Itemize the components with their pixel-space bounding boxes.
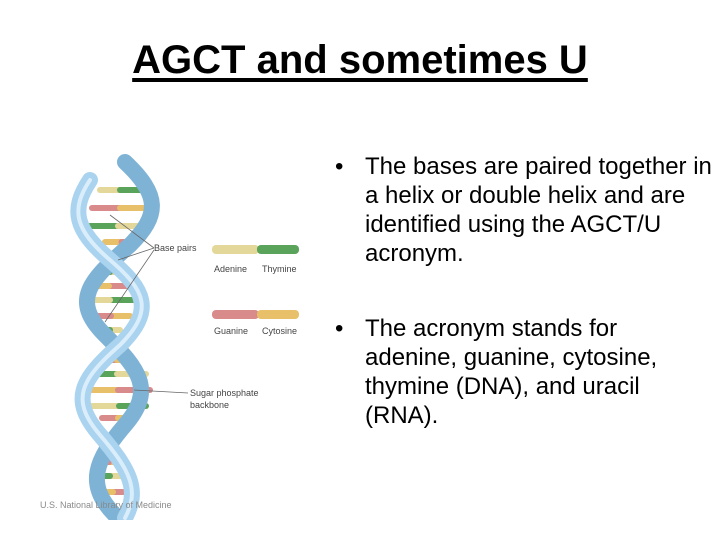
slide-title: AGCT and sometimes U [132, 38, 588, 82]
helix-strand-front [70, 172, 150, 520]
thymine-label: Thymine [262, 264, 297, 274]
base-pairs-label: Base pairs [154, 243, 197, 253]
adenine-label: Adenine [214, 264, 247, 274]
backbone-annotation: Sugar phosphate backbone [133, 388, 259, 410]
bullet-text: The acronym stands for adenine, guanine,… [365, 315, 658, 429]
guanine-cytosine-legend: Guanine Cytosine [212, 310, 299, 336]
guanine-label: Guanine [214, 326, 248, 336]
base-pairs-pointer-3 [104, 249, 155, 323]
image-credit: U.S. National Library of Medicine [40, 500, 172, 510]
helix-strand-highlight [76, 178, 144, 520]
backbone-label-line2: backbone [190, 400, 229, 410]
base-pairs-annotation: Base pairs [104, 214, 197, 323]
adenine-bar [212, 245, 259, 254]
base-pairs-pointer-1 [109, 214, 155, 249]
bullet-marker: • [335, 315, 344, 342]
bullet-item: • The acronym stands for adenine, guanin… [335, 314, 715, 430]
dna-helix-diagram: Adenine Thymine Guanine Cytosine Base pa… [40, 154, 299, 520]
bullet-item: • The bases are paired together in a hel… [335, 152, 715, 268]
backbone-label-line1: Sugar phosphate [190, 388, 259, 398]
base-pairs-pointer-2 [117, 247, 155, 261]
guanine-bar [212, 310, 259, 319]
bullet-list: • The bases are paired together in a hel… [335, 152, 715, 476]
dna-helix-figure: Adenine Thymine Guanine Cytosine Base pa… [30, 150, 320, 520]
thymine-bar [257, 245, 299, 254]
backbone-pointer [133, 389, 189, 394]
bullet-text: The bases are paired together in a helix… [365, 153, 712, 267]
cytosine-label: Cytosine [262, 326, 297, 336]
bullet-marker: • [335, 153, 344, 180]
cytosine-bar [257, 310, 299, 319]
adenine-thymine-legend: Adenine Thymine [212, 245, 299, 274]
